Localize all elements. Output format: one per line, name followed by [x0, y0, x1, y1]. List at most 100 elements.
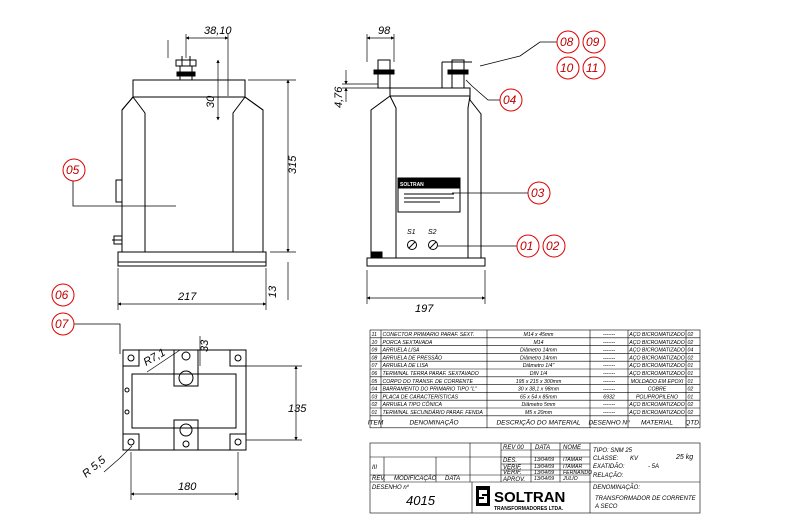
company-name: SOLTRAN: [494, 489, 565, 506]
tb-relacao-label: RELAÇÃO:: [593, 472, 624, 479]
table-cell-desc: Diâmetro 14mm: [520, 348, 558, 354]
callout-04: 04: [503, 93, 517, 107]
tb-verif-row: VERIF.: [503, 470, 522, 476]
table-cell-material: COBRE: [648, 387, 667, 393]
tb-verif2-name: FERNANDO: [563, 470, 592, 476]
table-cell-desc: 30 x 38,1 x 98mm: [518, 387, 560, 393]
dim-plan-depth: 135: [288, 403, 307, 415]
plan-dimensions: [103, 336, 302, 500]
callout-01: 01: [520, 239, 533, 253]
callouts: [51, 30, 606, 336]
table-cell-desc: Diâmetro 14mm: [520, 355, 558, 361]
table-cell-material: AÇO BICROMATIZADO: [628, 363, 685, 369]
table-cell-material: AÇO BICROMATIZADO: [628, 355, 685, 361]
tb-des-label: DES.: [503, 458, 517, 464]
table-cell-denom: BARRAMENTO DO PRIMARIO TIPO "L": [383, 387, 479, 393]
dim-front-width: 217: [177, 291, 197, 303]
callout-08: 08: [560, 35, 574, 49]
title-block-text: REV 00 DATA NOME DES. 13/04/09 ITAMAR VE…: [372, 445, 697, 512]
table-cell-drawing: -------: [603, 379, 615, 385]
dim-radius-large: R 5,5: [80, 454, 109, 481]
table-cell-material: AÇO BICROMATIZADO: [628, 348, 685, 354]
callout-07: 07: [55, 317, 70, 331]
table-cell-item: 09: [372, 348, 378, 354]
dim-side-width: 197: [415, 303, 434, 315]
tb-verif2-date: 13/04/09: [534, 470, 554, 476]
table-cell-qty: 01: [688, 363, 694, 369]
front-view: [112, 56, 267, 267]
side-view: [366, 59, 486, 267]
tb-rev-label: REV 00: [503, 445, 524, 451]
table-cell-qty: 02: [688, 355, 694, 361]
tb-verif-label: VERIF.: [503, 465, 522, 471]
table-row: 04 BARRAMENTO DO PRIMARIO TIPO "L" 30 x 38…: [372, 387, 694, 393]
table-cell-qty: 02: [688, 387, 694, 393]
tb-des-date: 13/04/09: [534, 457, 554, 463]
table-cell-drawing: -------: [603, 332, 615, 338]
table-cell-item: 04: [372, 387, 378, 393]
tb-desenho-number: 4015: [406, 493, 436, 508]
table-cell-item: 10: [372, 340, 378, 346]
callout-10: 10: [560, 61, 574, 75]
table-cell-material: AÇO BICROMATIZADO: [628, 410, 685, 416]
tb-des-name: ITAMAR: [563, 457, 582, 463]
table-cell-qty: 04: [688, 348, 694, 354]
table-cell-desc: Diâmetro 1/4": [523, 363, 556, 369]
dim-side-small: 4,76: [333, 86, 345, 108]
callout-03: 03: [531, 186, 545, 200]
tb-rev-col: REV.: [372, 476, 386, 482]
dim-front-top: 30: [205, 95, 217, 108]
callout-05: 05: [66, 163, 80, 177]
table-cell-qty: 02: [688, 340, 694, 346]
nameplate-brand: SOLTRAN: [400, 182, 424, 188]
table-cell-drawing: -------: [603, 355, 615, 361]
tb-nome-label: NOME: [563, 445, 582, 451]
tb-data-col: DATA: [445, 476, 460, 482]
tb-aprov-label: APROV.: [502, 477, 525, 483]
table-cell-material: MOLDADO EM EPOXI: [631, 379, 684, 385]
tb-data-label: DATA: [535, 445, 550, 451]
table-header-drawing: DESENHO Nº: [588, 419, 630, 426]
side-dimensions: [342, 34, 486, 304]
table-cell-drawing: 6932: [603, 394, 615, 400]
front-dimensions: [117, 34, 296, 310]
tb-desenho-label: DESENHO nº: [372, 484, 410, 491]
table-cell-qty: 01: [688, 394, 694, 400]
table-cell-item: 11: [372, 332, 377, 338]
tb-denom-value-2: A SECO: [594, 504, 618, 510]
table-cell-desc: DIN 1/4: [530, 371, 548, 377]
table-cell-qty: 01: [688, 371, 694, 377]
table-cell-material: AÇO BICROMATIZADO: [628, 340, 685, 346]
tb-aprov-date: 13/04/09: [534, 476, 554, 482]
table-cell-material: AÇO BICROMATIZADO: [628, 332, 685, 338]
table-cell-item: 07: [372, 363, 379, 369]
callout-09: 09: [586, 35, 600, 49]
plan-view: [122, 349, 247, 451]
table-cell-qty: 02: [688, 402, 694, 408]
table-row: 11 CONECTOR PRIMARIO PARAF. SEXT. M14 x 45…: [372, 332, 694, 338]
dim-front-offset: 38,10: [204, 25, 232, 37]
table-cell-desc: M14 x 45mm: [524, 332, 555, 338]
table-cell-qty: 02: [688, 410, 694, 416]
dim-plan-width: 180: [178, 481, 197, 493]
table-header-denom: DENOMINAÇÃO: [409, 417, 458, 426]
tb-verif-date: 13/04/09: [534, 464, 554, 470]
table-cell-denom: ARRUELA DE LISA: [382, 363, 429, 369]
table-cell-denom: CORPO DO TRANSF. DE CORRENTE: [383, 379, 474, 385]
table-cell-denom: CONECTOR PRIMARIO PARAF. SEXT.: [383, 332, 475, 338]
table-cell-drawing: -------: [603, 348, 615, 354]
callout-02: 02: [546, 239, 560, 253]
title-block: [369, 442, 701, 514]
table-header-material: MATERIAL: [641, 419, 673, 426]
callout-06: 06: [55, 288, 69, 302]
table-cell-denom: PLACA DE CARACTERÍSTICAS: [383, 393, 459, 400]
table-cell-item: 05: [372, 379, 378, 385]
table-cell-denom: ARRUELA TIPO CÔNICA: [382, 401, 443, 408]
table-cell-desc: M5 x 20mm: [525, 410, 553, 416]
